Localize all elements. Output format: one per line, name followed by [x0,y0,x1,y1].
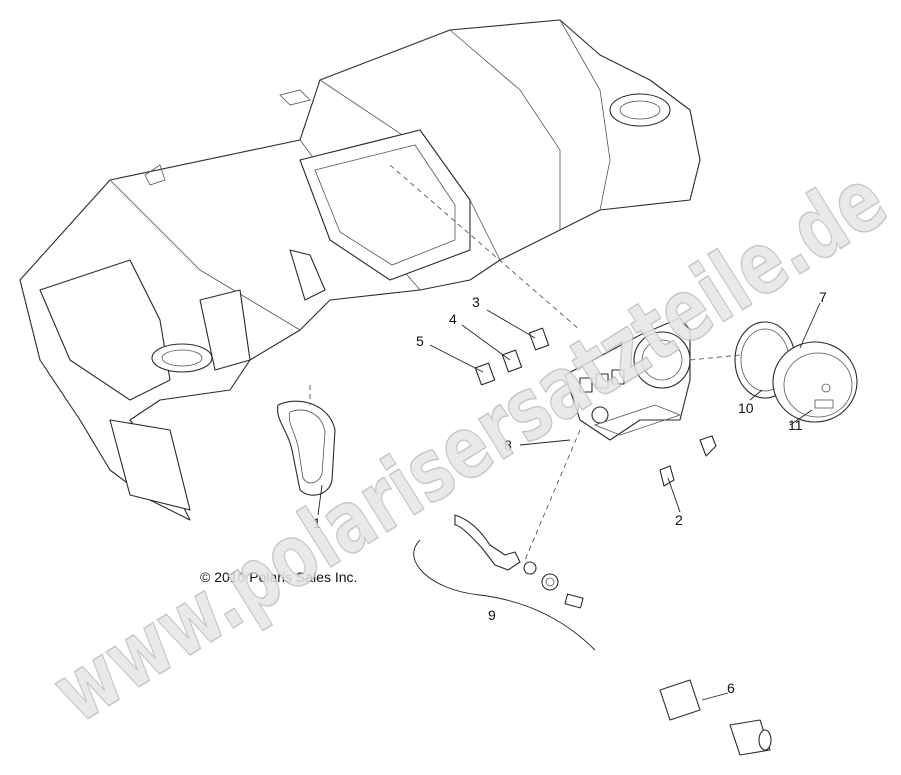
connector-part-9 [413,514,596,651]
callout-1: 1 [313,515,321,531]
callout-2: 2 [675,512,683,528]
callout-9: 9 [488,607,496,623]
callout-10: 10 [738,400,754,416]
callout-11: 11 [788,417,803,433]
callout-6: 6 [727,680,735,696]
instrument-panel-part-8 [564,317,717,487]
callout-4: 4 [449,311,457,327]
callout-8: 8 [504,437,512,453]
socket-part-6 [659,679,772,756]
vent-trim-part-1 [277,400,336,496]
gauge-assembly [734,321,858,423]
callout-5: 5 [416,333,424,349]
leader-lines [317,302,821,701]
callout-7: 7 [819,289,827,305]
callout-3: 3 [472,294,480,310]
switch-covers [474,327,550,386]
callout-labels: 1 2 3 4 5 6 7 8 9 10 11 [313,289,827,696]
copyright-text: © 2010 Polaris Sales Inc. [200,569,357,585]
dashboard-body [19,19,701,521]
alignment-lines [309,164,741,561]
